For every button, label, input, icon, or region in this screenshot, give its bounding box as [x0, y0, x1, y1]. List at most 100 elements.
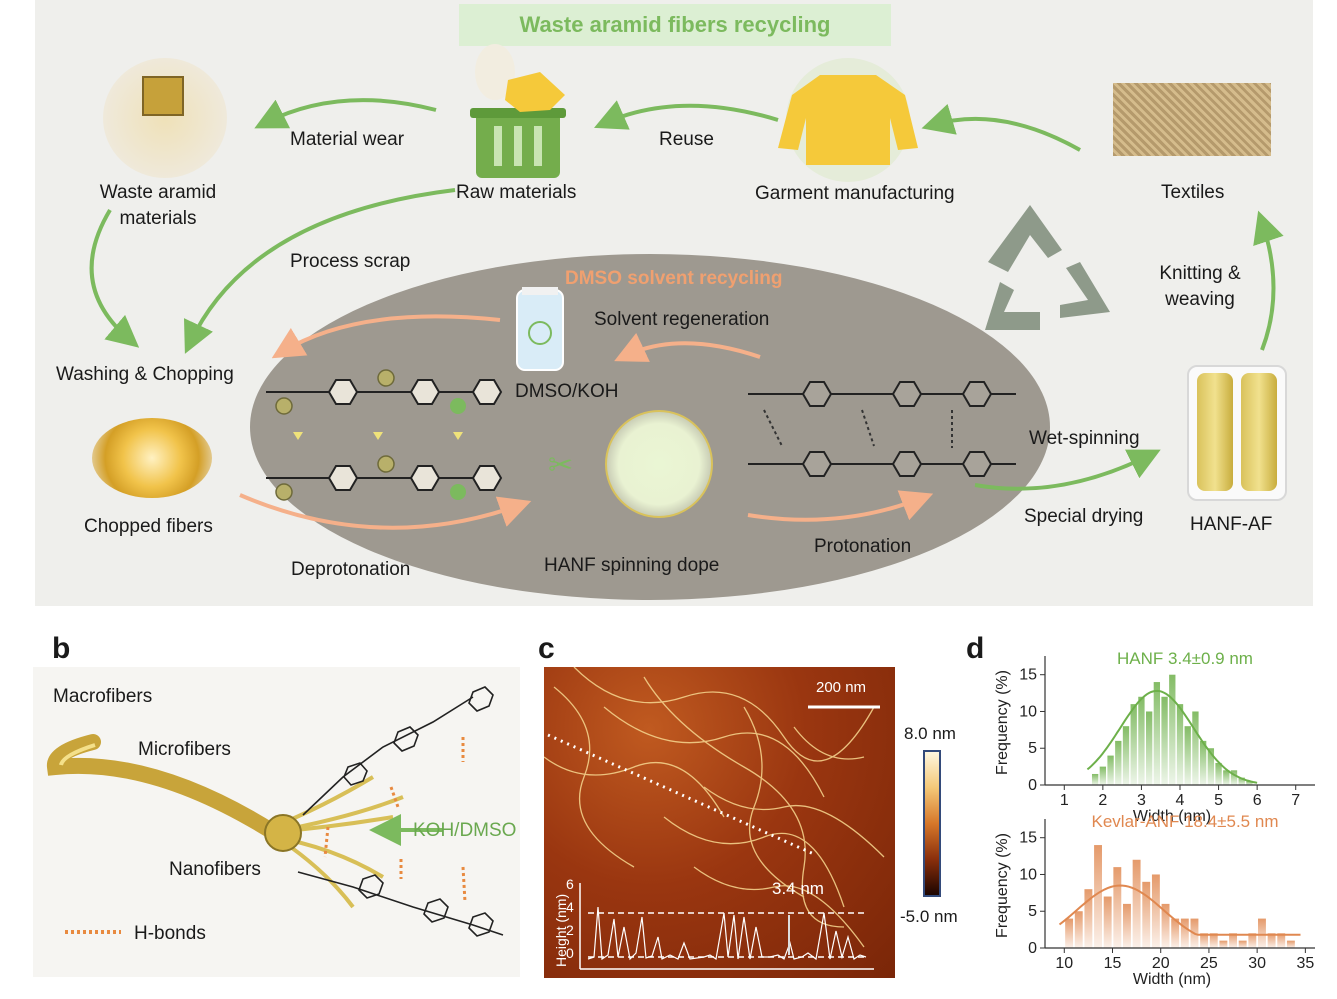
histogram-bar: [1123, 903, 1131, 948]
histogram-bar: [1238, 940, 1247, 948]
panel-a-arrows: ✂: [89, 44, 1284, 530]
label-washing-chopping: Washing & Chopping: [56, 364, 234, 385]
label-protonation: Protonation: [814, 536, 912, 557]
x-tick-label: 20: [1152, 955, 1170, 972]
label-knitting-1: Knitting &: [1159, 263, 1241, 284]
arrow-process-scrap: [184, 188, 456, 354]
afm-height-marker: 3.4 nm: [772, 879, 824, 898]
label-material-wear: Material wear: [290, 129, 405, 150]
histogram-bar: [1169, 674, 1176, 785]
label-solvent-regeneration: Solvent regeneration: [594, 309, 770, 330]
fiber-hierarchy-illustration: [47, 686, 504, 937]
x-tick-label: 3: [1137, 792, 1146, 809]
label-microfibers: Microfibers: [138, 739, 231, 760]
histogram-bar: [1151, 874, 1160, 948]
inset-ytick-0: 0: [566, 945, 574, 961]
histogram-bar: [1200, 933, 1209, 948]
x-tick-label: 1: [1060, 792, 1069, 809]
histogram-bar: [1115, 740, 1122, 785]
arrow-protonation: [747, 490, 934, 522]
height-profile-inset: [579, 883, 874, 970]
label-dmso-koh: DMSO/KOH: [515, 381, 619, 402]
y-tick-label: 0: [1028, 940, 1037, 957]
y-tick-label: 15: [1019, 667, 1037, 684]
inset-ytick-6: 6: [566, 876, 574, 892]
histogram-bar: [1199, 740, 1207, 785]
label-garment-manufacturing: Garment manufacturing: [755, 183, 955, 204]
histogram-bar: [1161, 903, 1170, 948]
y-tick-label: 0: [1028, 777, 1037, 794]
dmso-bottle-icon: [516, 287, 564, 371]
histogram-bar: [1142, 881, 1151, 948]
x-axis-label: Width (nm): [1133, 808, 1211, 825]
afm-overlay: [544, 667, 885, 970]
y-axis-label: Frequency (%): [994, 833, 1011, 938]
y-tick-label: 5: [1028, 740, 1037, 757]
x-tick-label: 10: [1055, 955, 1073, 972]
histogram-bar: [1171, 918, 1180, 948]
width-distribution-charts: 1 2 3 4 5 6 7 0 5 10 15 HANF 3.4±0.9 nm Width (nm) Fr…: [994, 649, 1315, 988]
scissors-icon: ✂: [548, 449, 573, 482]
arrow-wet-spinning: [974, 449, 1161, 491]
y-tick-label: 15: [1019, 830, 1037, 847]
histogram-bar: [1223, 770, 1230, 785]
histogram-bar: [1122, 726, 1130, 785]
panel-letter-c: c: [538, 632, 555, 665]
label-macrofibers: Macrofibers: [53, 686, 153, 707]
histogram-bar: [1207, 748, 1215, 785]
textiles-image: [1113, 83, 1271, 156]
histogram-bar: [1238, 777, 1245, 785]
arrow-solvent-regen: [614, 332, 761, 362]
chart-title: Kevlar-ANF 18.4±5.5 nm: [1092, 812, 1279, 831]
x-tick-label: 5: [1214, 792, 1223, 809]
label-knitting-2: weaving: [1165, 289, 1235, 310]
histogram-bar: [1180, 918, 1189, 948]
histogram-bar: [1246, 781, 1253, 785]
histogram-bar: [1277, 933, 1286, 948]
chart-title: HANF 3.4±0.9 nm: [1117, 649, 1253, 668]
y-axis-label: Frequency (%): [994, 670, 1011, 775]
label-raw-materials: Raw materials: [456, 182, 577, 203]
arrow-material-wear: [254, 98, 437, 129]
histogram-bar: [1286, 940, 1295, 948]
panel-letter-d: d: [966, 632, 985, 665]
histogram-bar: [1229, 933, 1237, 948]
label-textiles: Textiles: [1161, 182, 1225, 203]
histogram-bar: [1145, 711, 1153, 785]
arrow-deprotonation: [239, 493, 532, 530]
histogram-bar: [1258, 918, 1266, 948]
histogram-bar: [1184, 726, 1191, 785]
x-tick-label: 25: [1200, 955, 1218, 972]
y-tick-label: 10: [1019, 703, 1037, 720]
arrow-waste-to-wash: [89, 208, 140, 348]
label-chopped-fibers: Chopped fibers: [84, 516, 213, 537]
basket-icon: [470, 44, 566, 178]
histogram-bar: [1209, 933, 1218, 948]
afm-colorbar: [923, 750, 941, 897]
histogram-bar: [1267, 933, 1276, 948]
x-tick-label: 4: [1176, 792, 1185, 809]
histogram-bar: [1161, 696, 1168, 785]
label-reuse: Reuse: [659, 129, 714, 150]
arrow-garment: [921, 103, 1081, 152]
label-waste-aramid-2: materials: [119, 208, 197, 229]
hanf-dope-circle: [605, 410, 713, 518]
x-tick-label: 2: [1098, 792, 1107, 809]
protonated-chain-structure: [748, 381, 1016, 477]
histogram-bar: [1215, 762, 1222, 785]
recycle-icon: [985, 205, 1110, 330]
inset-ytick-2: 2: [566, 922, 574, 938]
x-tick-label: 7: [1291, 792, 1300, 809]
label-hanf-spinning-dope: HANF spinning dope: [544, 555, 720, 576]
histogram-bar: [1074, 911, 1083, 948]
x-tick-label: 35: [1296, 955, 1314, 972]
gaussian-fit-curve: [1058, 884, 1301, 936]
arrow-knitting: [1253, 210, 1284, 351]
label-hanf-af: HANF-AF: [1190, 514, 1273, 535]
hanf-af-spools: [1187, 365, 1287, 501]
waste-aramid-box: [142, 76, 184, 116]
x-tick-label: 6: [1253, 792, 1262, 809]
histogram-bar: [1065, 918, 1074, 948]
chopped-fibers-image: [92, 418, 212, 498]
gaussian-fit-curve: [1086, 689, 1258, 784]
